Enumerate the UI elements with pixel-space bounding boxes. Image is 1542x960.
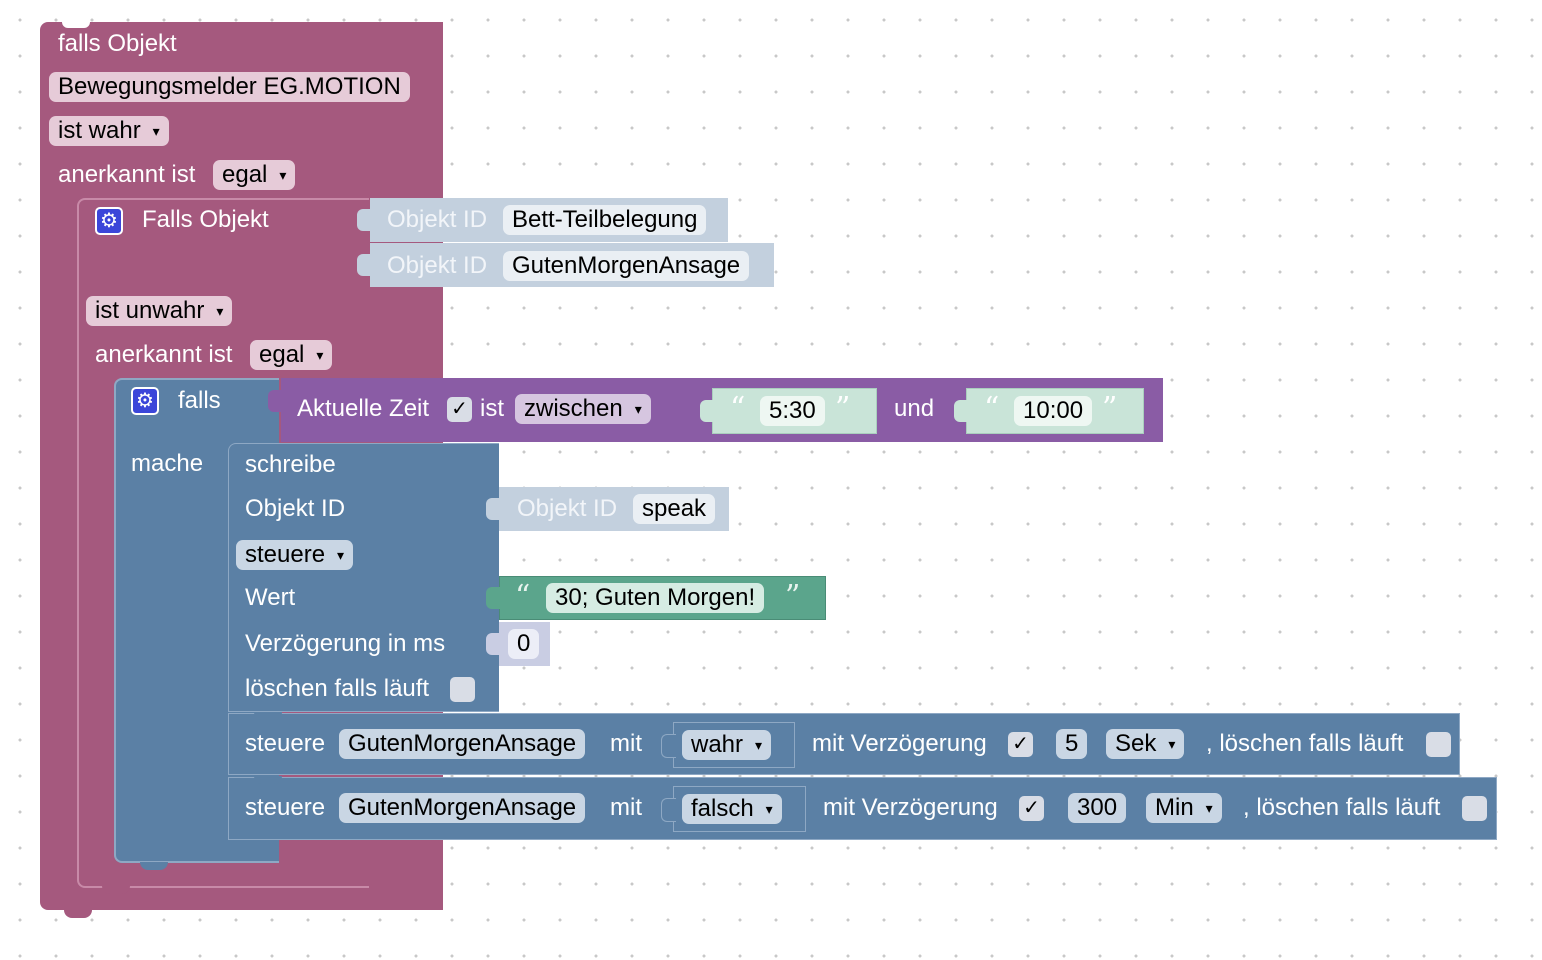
text-connector — [700, 400, 714, 422]
control-with-2: mit — [610, 794, 642, 821]
time-from-value[interactable]: 5:30 — [760, 396, 825, 426]
control-amount-1[interactable]: 5 — [1056, 729, 1088, 759]
quote-open-icon: “ — [984, 391, 1000, 426]
outer-object-field[interactable]: Bewegungsmelder EG.MOTION — [49, 72, 410, 102]
quote-close-icon: ” — [1102, 391, 1118, 426]
text-connector — [486, 587, 500, 609]
control-delay-checkbox-1[interactable]: ✓ — [1008, 732, 1033, 757]
control-amount-2[interactable]: 300 — [1068, 793, 1127, 823]
control-clear-checkbox-1[interactable] — [1426, 732, 1451, 757]
control-clear-label-1: , löschen falls läuft — [1206, 730, 1404, 757]
outer-block-bottom-notch — [64, 910, 92, 918]
inner-condition-dropdown[interactable]: ist unwahr — [86, 296, 233, 326]
inner-ack-label: anerkannt ist — [95, 341, 233, 368]
control-delay-checkbox-2[interactable]: ✓ — [1019, 796, 1044, 821]
clear-checkbox[interactable] — [450, 677, 475, 702]
write-title: schreibe — [245, 451, 336, 478]
operator-dropdown[interactable]: zwischen — [515, 394, 651, 424]
if-block-bottom-notch — [140, 862, 168, 870]
object-id-value-1[interactable]: Bett-Teilbelegung — [503, 205, 707, 235]
delay-value[interactable]: 0 — [508, 629, 540, 659]
object-id-connector — [357, 209, 371, 231]
control-object-2[interactable]: GutenMorgenAnsage — [339, 793, 586, 823]
control-clear-checkbox-2[interactable] — [1462, 796, 1487, 821]
outer-ack-label: anerkannt ist — [58, 161, 196, 188]
write-value-label: Wert — [245, 584, 296, 611]
inner-ack-dropdown[interactable]: egal — [250, 340, 333, 370]
quote-close-icon: ” — [835, 391, 851, 426]
outer-condition-dropdown[interactable]: ist wahr — [49, 116, 169, 146]
write-block[interactable] — [228, 443, 499, 712]
gear-icon[interactable]: ⚙ — [95, 207, 123, 235]
control-block-notch — [254, 776, 282, 784]
bool-connector — [661, 798, 676, 822]
number-connector — [486, 633, 500, 655]
clear-label: löschen falls läuft — [245, 675, 430, 702]
bool-dropdown-2[interactable]: falsch — [682, 794, 782, 824]
object-id-connector — [486, 498, 500, 520]
outer-header: falls Objekt — [58, 30, 177, 57]
text-connector — [954, 400, 968, 422]
speak-text-value[interactable]: 30; Guten Morgen! — [546, 583, 765, 613]
control-label-2: steuere — [245, 794, 326, 821]
bool-connector — [661, 734, 676, 758]
object-id-value-2[interactable]: GutenMorgenAnsage — [503, 251, 750, 281]
if-header: falls — [178, 387, 221, 414]
quote-close-icon: ” — [785, 579, 801, 614]
inner-header: Falls Objekt — [142, 206, 269, 233]
speak-oid-label: Objekt ID — [517, 495, 618, 522]
control-with-1: mit — [610, 730, 642, 757]
control-unit-dropdown-1[interactable]: Sek — [1106, 729, 1185, 759]
bool-dropdown-1[interactable]: wahr — [682, 730, 772, 760]
delay-label: Verzögerung in ms — [245, 630, 446, 657]
control-label-1: steuere — [245, 730, 326, 757]
and-label: und — [894, 395, 935, 422]
control-unit-dropdown-2[interactable]: Min — [1146, 793, 1222, 823]
do-label: mache — [131, 450, 204, 477]
outer-ack-dropdown[interactable]: egal — [213, 160, 296, 190]
object-id-connector — [357, 254, 371, 276]
is-label: ist — [480, 395, 504, 422]
control-block-notch — [254, 712, 282, 720]
control-clear-label-2: , löschen falls läuft — [1243, 794, 1441, 821]
object-id-label-2: Objekt ID — [387, 252, 488, 279]
control-delay-label-2: mit Verzögerung — [823, 794, 998, 821]
gear-icon[interactable]: ⚙ — [131, 387, 159, 415]
time-label: Aktuelle Zeit — [297, 395, 430, 422]
quote-open-icon: “ — [730, 391, 746, 426]
quote-open-icon: “ — [515, 579, 531, 614]
object-id-label-1: Objekt ID — [387, 206, 488, 233]
speak-oid-value[interactable]: speak — [633, 494, 716, 524]
write-oid-label: Objekt ID — [245, 495, 346, 522]
time-checkbox[interactable]: ✓ — [447, 397, 472, 422]
time-block-connector — [268, 390, 282, 412]
inner-block-bottom-notch — [102, 886, 130, 894]
control-delay-label-1: mit Verzögerung — [812, 730, 987, 757]
outer-block-top-notch — [62, 22, 90, 28]
time-to-value[interactable]: 10:00 — [1014, 396, 1093, 426]
control-object-1[interactable]: GutenMorgenAnsage — [339, 729, 586, 759]
write-mode-dropdown[interactable]: steuere — [236, 540, 354, 570]
